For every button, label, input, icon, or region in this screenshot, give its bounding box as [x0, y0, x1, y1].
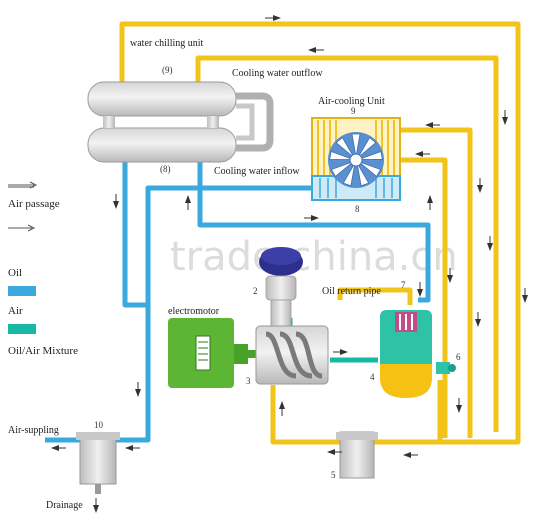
- arrow-icon: [8, 224, 36, 232]
- label-cooling-water-inflow: Cooling water inflow: [214, 166, 300, 177]
- label-drainage: Drainage: [46, 500, 83, 511]
- number-5: 5: [331, 470, 336, 480]
- label-electromotor: electromotor: [168, 306, 220, 317]
- number-9-paren: (9): [162, 65, 173, 75]
- number-8-paren: (8): [160, 164, 171, 174]
- air-intake-filter: [259, 247, 303, 327]
- legend-mixture-swatch: [8, 324, 36, 334]
- number-6: 6: [456, 352, 461, 362]
- air-treatment-unit: [76, 432, 120, 494]
- label-air-cooling-unit: Air-cooling Unit: [318, 96, 385, 107]
- number-3: 3: [246, 376, 251, 386]
- fan-icon: [328, 132, 384, 188]
- legend-oil-air-mixture: Oil/Air Mixture: [8, 345, 78, 357]
- legend-air-swatch: [8, 286, 36, 296]
- label-cooling-water-outflow: Cooling water outflow: [232, 68, 323, 79]
- oil-pipes: [119, 21, 521, 445]
- screw-compressor: [255, 325, 329, 385]
- legend-air: Air: [8, 305, 23, 317]
- electromotor: [168, 318, 258, 388]
- legend-air-passage: Air passage: [8, 198, 60, 210]
- number-10: 10: [94, 420, 104, 430]
- oil-filter: [336, 431, 378, 479]
- air-passage-arrow-icon: [8, 181, 38, 189]
- legend-oil: Oil: [8, 267, 22, 279]
- water-chilling-unit: [87, 81, 274, 163]
- arrow-icon: [51, 15, 528, 513]
- number-7: 7: [401, 280, 406, 290]
- number-8: 8: [355, 204, 360, 214]
- number-9: 9: [351, 106, 356, 116]
- label-air-suppling: Air-suppling: [8, 425, 59, 436]
- number-2: 2: [253, 286, 258, 296]
- oil-separator: [380, 310, 456, 398]
- watermark: trade.china.cn: [170, 234, 458, 280]
- number-4: 4: [370, 372, 375, 382]
- air-cooling-unit: [311, 117, 401, 201]
- label-water-chilling-unit: water chilling unit: [130, 38, 204, 49]
- legend: Air passage Oil Air Oil/Air Mixture: [8, 181, 78, 357]
- label-oil-return-pipe: Oil return pipe: [322, 286, 381, 297]
